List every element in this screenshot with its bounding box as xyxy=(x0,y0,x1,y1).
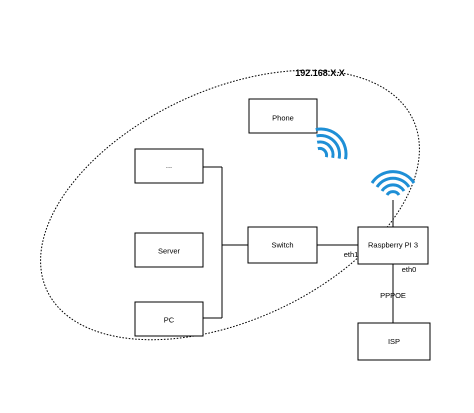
phone-wifi-icon xyxy=(315,127,348,160)
switch-node[interactable]: Switch xyxy=(247,226,318,264)
wifi-arc-2 xyxy=(316,140,335,159)
pppoe-label: PPPOE xyxy=(380,291,406,300)
wifi-arc-3 xyxy=(375,176,411,188)
pc-node[interactable]: PC xyxy=(134,301,204,337)
eth0-label: eth0 xyxy=(402,265,417,274)
wifi-arc-4 xyxy=(370,170,416,184)
server-node[interactable]: Server xyxy=(134,232,204,268)
raspberry-pi-node[interactable]: Raspberry PI 3 xyxy=(357,226,429,265)
wifi-arc-1 xyxy=(385,190,401,196)
phone-label: Phone xyxy=(272,113,294,122)
pc-label: PC xyxy=(164,315,175,324)
wifi-arc-1 xyxy=(317,146,329,158)
pc-box xyxy=(134,301,204,337)
other-devices-box xyxy=(134,148,204,184)
raspberry-pi-box xyxy=(357,226,429,265)
connections: eth1 eth0 PPPOE xyxy=(203,166,417,323)
raspberry-wifi-icon xyxy=(370,170,416,196)
wifi-arc-4 xyxy=(315,127,348,160)
switch-box xyxy=(247,226,318,264)
raspberry-pi-label: Raspberry PI 3 xyxy=(368,240,418,249)
server-label: Server xyxy=(158,246,181,255)
eth1-label: eth1 xyxy=(344,250,359,259)
other-devices-node[interactable]: ... xyxy=(134,148,204,184)
lan-boundary: 192.168.X.X xyxy=(40,68,420,341)
isp-node[interactable]: ISP xyxy=(357,322,431,361)
isp-box xyxy=(357,322,431,361)
phone-node[interactable]: Phone xyxy=(248,98,318,134)
server-box xyxy=(134,232,204,268)
switch-label: Switch xyxy=(271,240,293,249)
phone-box xyxy=(248,98,318,134)
wifi-arc-3 xyxy=(316,133,342,159)
wifi-arc-2 xyxy=(380,183,406,192)
other-devices-label: ... xyxy=(166,161,172,170)
isp-label: ISP xyxy=(388,337,400,346)
lan-ellipse xyxy=(40,69,420,341)
subnet-label: 192.168.X.X xyxy=(295,68,345,78)
